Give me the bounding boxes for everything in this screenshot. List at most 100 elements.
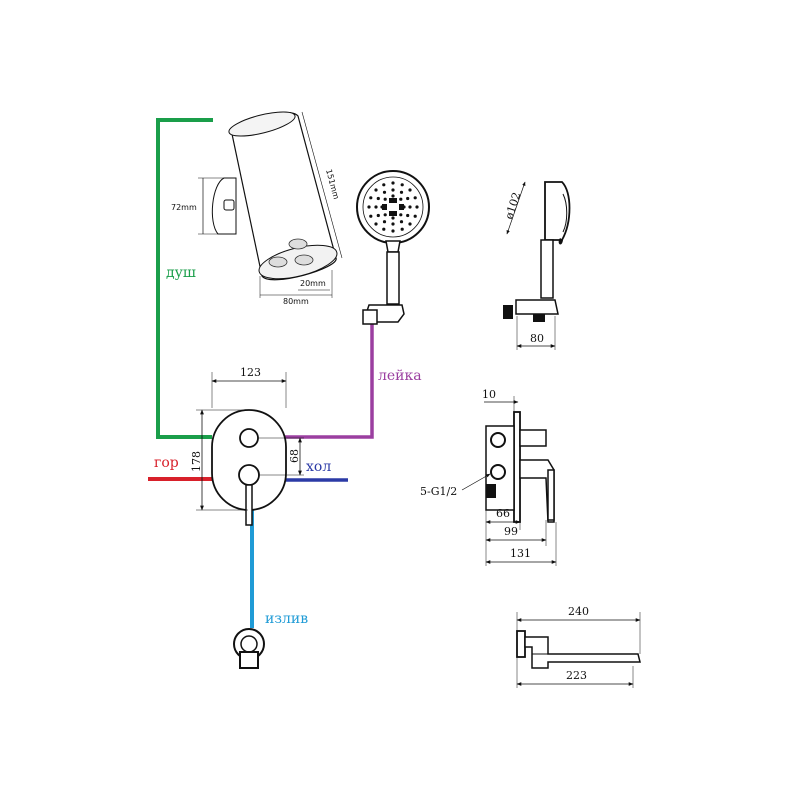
label-gor: гор [154,455,179,471]
mixer-dim-178: 178 [190,451,203,472]
handshower-nozzle-dot [376,196,380,201]
mixer-lever-knob [238,464,260,486]
handshower-nozzle-dot [391,194,395,198]
shower-nozzle-2 [268,256,288,268]
spout-dim-240: 240 [568,605,589,618]
mixer-dim-68: 68 [288,449,301,463]
mixer-thread-leader [461,473,491,491]
pipe-gor: гор [148,455,214,481]
mixer-diverter-knob [239,428,259,448]
spout-front-inner [240,635,258,653]
hand-shower-front [356,170,430,325]
shower-dim-72: 72mm [171,203,197,212]
shower-cylinder-top [228,111,296,137]
pipe-leika-line [284,322,374,439]
spout-wall-plate [516,630,526,658]
handshower-nozzle-dot [408,205,412,209]
spout-front [233,628,265,669]
handshower-nozzle-dot [382,220,387,224]
mixer-dim-99: 99 [504,525,518,538]
shower-nozzle-1 [288,238,308,250]
handshower-nozzle-dot [374,188,378,192]
handshower-dim-102-line [506,181,526,235]
handshower-nozzle-dot [406,213,410,218]
handshower-nozzle-dot [399,220,404,224]
handshower-nozzle-dot [383,197,387,201]
shower-dim-151-line [301,111,343,259]
shower-bracket-knob [223,199,235,211]
mixer-side-diverter [519,429,547,447]
handshower-nozzle-dot [376,213,380,218]
label-izliv: излив [265,611,308,627]
handshower-nozzle-dot [374,222,378,226]
handshower-handle [386,251,400,305]
mixer-front: 123 178 68 [190,366,304,526]
pipe-dush: душ [156,118,213,439]
handshower-side-face [562,193,568,233]
mixer-side: 10 5-G1/2 66 99 131 [420,388,557,566]
handshower-nozzle-dot [383,213,387,217]
handshower-nozzle-dot [391,188,395,192]
handshower-nozzle-dot [408,222,412,226]
mixer-side-wall-plate [513,411,521,523]
handshower-nozzles [367,181,419,233]
spout-front-outlet [239,651,259,669]
handshower-side-handle [540,239,554,299]
mixer-dim-123: 123 [240,366,261,379]
handshower-side-outlet [533,314,545,322]
handshower-nozzle-dot [374,205,378,209]
handshower-nozzle-dot [406,196,410,201]
handshower-nozzle-dot [382,183,386,187]
label-dush: душ [166,265,196,281]
handshower-center [382,198,404,216]
handshower-nozzle-dot [399,197,403,201]
pipe-leika: лейка [284,322,422,439]
handshower-nozzle-dot [382,227,386,231]
shower-dim-80: 80mm [283,297,309,306]
handshower-dim-80: 80 [530,332,544,345]
handshower-side-holder [515,299,559,315]
mixer-side-port-bottom [490,464,506,480]
handshower-nozzle-dot [369,214,373,218]
overhead-shower: 72mm 151mm 20mm 80mm [171,111,343,306]
mixer-side-lever-handle [547,469,555,521]
shower-wall-bracket [211,177,237,235]
handshower-nozzle-dot [391,229,395,233]
handshower-side-head [544,181,571,241]
label-hol: хол [306,459,331,475]
handshower-nozzle-dot [413,214,417,218]
spout-body [524,636,641,669]
mixer-thread-label: 5-G1/2 [420,485,457,498]
pipe-izliv: излив [250,500,308,628]
handshower-nozzle-dot [391,222,395,226]
handshower-nozzle-dot [413,196,417,200]
handshower-nozzle-dot [400,183,404,187]
handshower-nozzle-dot [369,196,373,200]
handshower-neck [385,240,401,253]
pipe-hol: хол [286,459,348,482]
handshower-wall-connector [362,309,378,325]
handshower-nozzle-dot [408,188,412,192]
shower-dim-20: 20mm [300,279,326,288]
mixer-dim-131: 131 [510,547,531,560]
mixer-side-lever [519,459,555,523]
spout-dim-223: 223 [566,669,587,682]
handshower-nozzle-dot [382,190,387,194]
handshower-dim-102: ø102 [502,191,523,221]
label-leika: лейка [378,368,422,384]
hand-shower-side: ø102 80 [502,181,571,350]
handshower-side-wall-plate [503,305,513,319]
shower-dim-151: 151mm [324,168,341,200]
handshower-nozzle-dot [415,205,419,209]
handshower-inner-ring [362,176,424,238]
handshower-nozzle-dot [367,205,371,209]
handshower-side-drop [558,238,563,245]
handshower-nozzle-dot [400,227,404,231]
mixer-dim-66: 66 [496,507,510,520]
handshower-nozzle-dot [399,213,403,217]
handshower-nozzle-dot [399,190,404,194]
shower-nozzle-3 [294,254,314,266]
mixer-side-outlet [486,484,496,498]
mixer-dim-10: 10 [482,388,496,401]
